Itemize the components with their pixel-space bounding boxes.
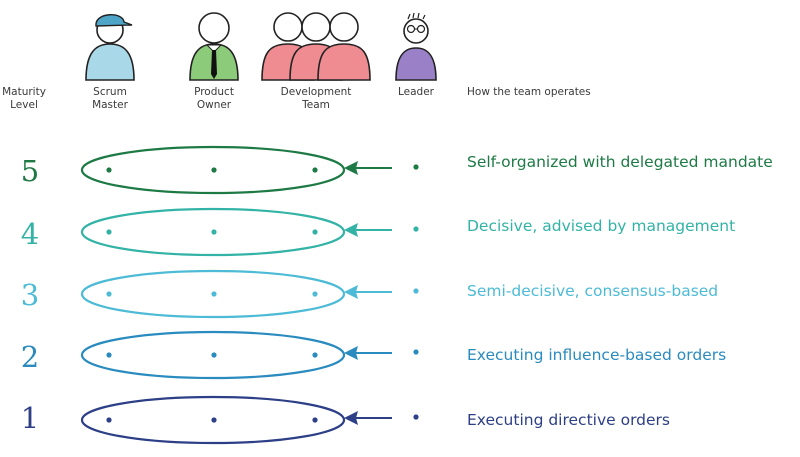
team-member-dot [211, 167, 217, 173]
team-ellipse-3 [80, 269, 346, 319]
level-description-3: Semi-decisive, consensus-based [467, 282, 719, 300]
header-product-owner: Product Owner [194, 86, 234, 111]
team-ellipse-4 [80, 207, 346, 257]
level-number-5: 5 [20, 154, 40, 188]
level-number-3: 3 [20, 278, 40, 312]
level-row-2 [80, 330, 419, 380]
scrum-master-figure [85, 14, 135, 81]
leader-dot [413, 226, 419, 232]
level-description-5: Self-organized with delegated mandate [467, 153, 773, 171]
team-member-dot [106, 417, 112, 423]
product-owner-figure [189, 12, 239, 81]
team-member-dot [106, 167, 112, 173]
team-ellipse-1 [80, 395, 346, 445]
level-rows [80, 145, 419, 445]
header-how-team-operates: How the team operates [467, 86, 591, 98]
arrow-head [344, 411, 358, 425]
team-member-dot [211, 291, 217, 297]
team-member-dot [312, 417, 318, 423]
team-member-dot [211, 417, 217, 423]
arrow-head [344, 223, 358, 237]
leader-dot [413, 349, 419, 355]
team-member-dot [106, 229, 112, 235]
team-member-dot [211, 352, 217, 358]
team-member-dot [211, 229, 217, 235]
header-scrum-master: Scrum Master [92, 86, 128, 111]
team-ellipse-2 [80, 330, 346, 380]
level-description-1: Executing directive orders [467, 411, 671, 429]
level-description-4: Decisive, advised by management [467, 217, 736, 235]
team-member-dot [312, 229, 318, 235]
level-row-3 [80, 269, 419, 319]
leader-dot [413, 164, 419, 170]
level-description-2: Executing influence-based orders [467, 346, 727, 364]
team-ellipse-5 [80, 145, 346, 195]
arrow-head [344, 285, 358, 299]
level-row-5 [80, 145, 419, 195]
development-team-figure [261, 12, 371, 81]
header-development-team: Development Team [280, 86, 352, 111]
leader-dot [413, 288, 419, 294]
level-row-4 [80, 207, 419, 257]
leader-dot [413, 414, 419, 420]
team-member-dot [106, 291, 112, 297]
level-number-2: 2 [20, 340, 40, 374]
level-row-1 [80, 395, 419, 445]
team-member-dot [106, 352, 112, 358]
leader-figure [395, 12, 437, 81]
level-number-1: 1 [20, 401, 40, 435]
level-number-4: 4 [20, 217, 40, 251]
arrow-head [344, 346, 358, 360]
header-maturity-level: Maturity Level [2, 86, 46, 111]
team-member-dot [312, 167, 318, 173]
team-member-dot [312, 352, 318, 358]
header-leader: Leader [397, 86, 434, 98]
team-member-dot [312, 291, 318, 297]
arrow-head [344, 161, 358, 175]
